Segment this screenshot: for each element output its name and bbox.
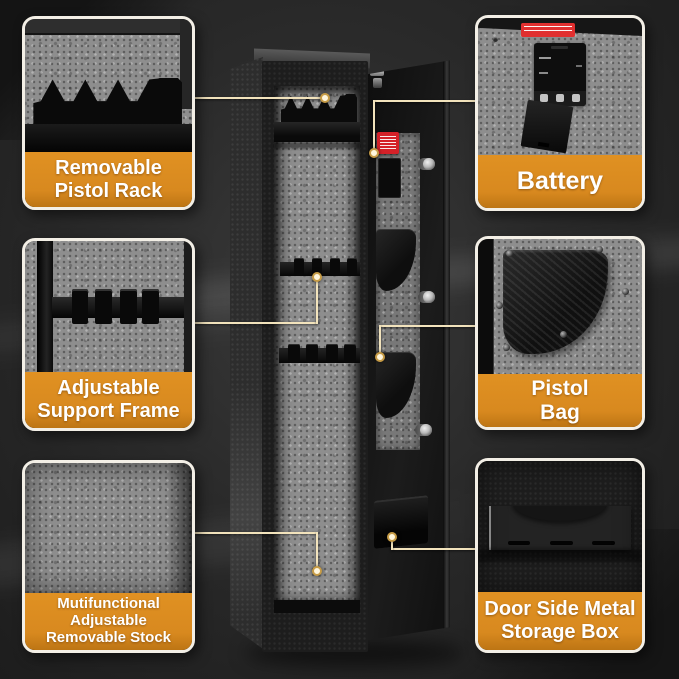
connector-dot-door-storage-box: [387, 532, 397, 542]
callout-label: Pistol Bag: [478, 374, 642, 427]
storage-box-slot: [550, 540, 573, 545]
support-block: [141, 289, 159, 324]
callout-label: Battery: [478, 155, 642, 208]
rivet: [496, 302, 504, 310]
door-edge: [443, 60, 450, 641]
storage-box-curve: [512, 505, 608, 521]
battery-compartment-closeup: [533, 42, 587, 106]
support-frame-block: [294, 258, 304, 275]
connector-dot-support-frame: [312, 272, 322, 282]
screw: [492, 37, 498, 43]
warning-sticker: [520, 23, 575, 38]
rivet: [505, 249, 513, 257]
support-frame-block: [326, 344, 338, 363]
rivet: [622, 287, 630, 295]
label-text-line: [538, 71, 549, 74]
connector-door-storage-box: [391, 540, 393, 550]
callout-battery: Battery: [475, 15, 645, 211]
rack-shelf-closeup: [25, 124, 192, 152]
connector-dot-pistol-rack: [320, 93, 330, 103]
callout-label: Door Side Metal Storage Box: [478, 592, 642, 650]
frame-side-bar: [180, 19, 192, 110]
red-warning-box: [377, 132, 399, 154]
battery-lid-open: [520, 99, 574, 153]
corner-shadow: [165, 463, 192, 593]
connector-pistol-bag: [379, 325, 381, 354]
warning-box-stripes: [380, 136, 396, 150]
rivet: [560, 330, 567, 338]
door-edge-bar: [478, 239, 495, 374]
support-frame-block: [288, 344, 300, 363]
rack-shelf: [274, 122, 360, 142]
support-frame-block: [312, 258, 322, 275]
support-frame-block: [330, 258, 340, 275]
vignette: [478, 461, 642, 592]
rivet: [596, 245, 604, 253]
callout-door-storage-box: Door Side Metal Storage Box: [475, 458, 645, 653]
support-block: [95, 289, 112, 324]
callout-label: Adjustable Support Frame: [25, 372, 192, 428]
vignette: [25, 463, 192, 593]
connector-door-storage-box: [392, 548, 475, 550]
storage-box-slot: [592, 540, 615, 545]
connector-pistol-bag: [380, 325, 475, 327]
support-post-closeup: [36, 241, 54, 372]
callout-removable-pistol-rack: Removable Pistol Rack: [22, 16, 195, 210]
safe-side-panel: [230, 57, 263, 649]
storage-box-slot: [507, 540, 531, 545]
connector-dot-removable-stock: [312, 566, 322, 576]
support-frame-block: [347, 258, 357, 275]
interior-bottom-sill: [274, 600, 360, 613]
battery-cell: [571, 93, 580, 103]
connector-battery: [373, 100, 375, 150]
storage-box-closeup: [489, 505, 631, 551]
callout-adjustable-support-frame: Adjustable Support Frame: [22, 238, 195, 431]
support-frame-block: [344, 344, 356, 363]
label-text-line: [575, 65, 583, 68]
connector-battery: [374, 100, 475, 102]
lock-mechanism: [370, 69, 384, 76]
lock-bolt: [418, 158, 435, 170]
lock-mechanism: [373, 78, 382, 88]
storage-box-highlight: [489, 505, 492, 551]
battery-compartment: [378, 158, 401, 198]
lock-bolt: [418, 291, 435, 303]
pistol-bag-closeup: [502, 249, 608, 354]
connector-dot-battery: [369, 148, 379, 158]
rivet: [502, 344, 510, 352]
support-block: [71, 289, 89, 324]
pistol-rack-closeup: [33, 77, 182, 127]
label-text-line: [538, 56, 551, 59]
door-storage-box: [374, 495, 428, 549]
connector-pistol-rack: [195, 97, 325, 99]
support-block: [120, 289, 137, 324]
door-storage-box-photo: [478, 461, 642, 592]
callout-removable-stock: Mutifunctional Adjustable Removable Stoc…: [22, 460, 195, 653]
battery-cell: [555, 93, 565, 103]
connector-support-frame: [316, 279, 318, 324]
safe-door: [368, 60, 450, 641]
connector-removable-stock: [316, 532, 318, 568]
callout-label: Mutifunctional Adjustable Removable Stoc…: [25, 593, 192, 650]
frame-top-bar: [25, 19, 192, 35]
callout-pistol-bag: Pistol Bag: [475, 236, 645, 430]
battery-slot: [550, 45, 569, 49]
rack-shelf-shadow: [274, 142, 360, 149]
support-frame-block: [306, 344, 318, 363]
callout-label: Removable Pistol Rack: [25, 152, 192, 207]
frame-side-bar: [183, 241, 192, 372]
connector-support-frame: [195, 322, 317, 324]
support-frame-photo: [25, 241, 192, 372]
battery-cell: [540, 93, 549, 103]
connector-removable-stock: [195, 532, 317, 534]
lock-bolt: [415, 424, 432, 436]
removable-stock-photo: [25, 463, 192, 593]
pistol-bag-photo: [478, 239, 642, 374]
connector-dot-pistol-bag: [375, 352, 385, 362]
pistol-rack-photo: [25, 19, 192, 152]
storage-box-shadow: [478, 548, 642, 562]
battery-photo: [478, 18, 642, 155]
